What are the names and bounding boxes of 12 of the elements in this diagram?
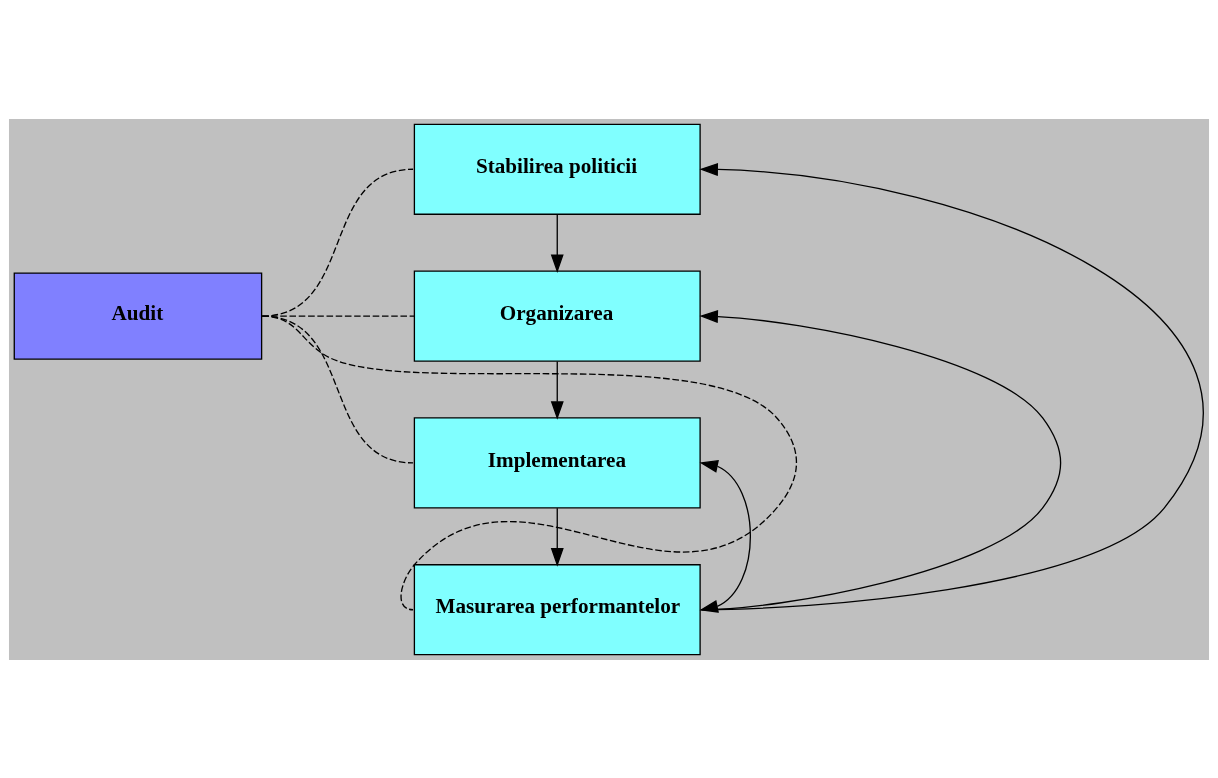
- arrow: [699, 162, 1204, 610]
- arrow: [550, 213, 564, 273]
- arrow: [699, 459, 752, 613]
- arrow: [550, 360, 564, 420]
- connector: [261, 314, 798, 610]
- arrow: [550, 507, 564, 567]
- node-box: Stabilirea politicii: [413, 123, 701, 215]
- node-box: Audit: [13, 271, 263, 360]
- node-box: Masurarea performantelor: [413, 563, 701, 655]
- node-box: Organizarea: [413, 269, 701, 362]
- arrow: [699, 309, 1062, 610]
- node-box: Implementarea: [413, 416, 701, 509]
